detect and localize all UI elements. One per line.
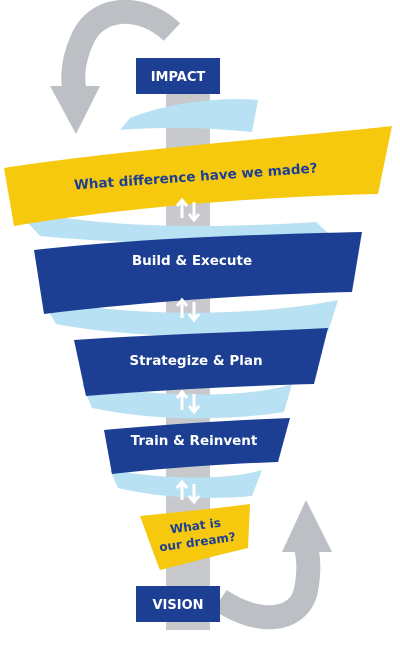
band-label-strategize-plan: Strategize & Plan	[129, 353, 262, 369]
impact-box	[136, 58, 220, 94]
up-down-arrows-icon	[175, 197, 201, 223]
vision-label: VISION	[152, 598, 203, 613]
top-curved-arrow-icon	[50, 0, 181, 134]
vision-box	[136, 586, 220, 622]
up-down-arrows-icon	[175, 479, 201, 505]
band-yellow-bottom	[140, 504, 250, 570]
bottom-curved-arrow-icon	[213, 500, 332, 630]
band-strategize-plan	[74, 328, 328, 396]
band-build-execute	[34, 232, 362, 314]
band-label-train-reinvent: Train & Reinvent	[131, 433, 258, 449]
up-down-arrows-icon	[175, 297, 201, 323]
impact-label: IMPACT	[151, 70, 206, 85]
up-down-arrows-icon	[175, 389, 201, 415]
band-yellow-top	[4, 126, 392, 226]
band-train-reinvent	[104, 418, 290, 474]
band-label-build-execute: Build & Execute	[132, 253, 252, 269]
